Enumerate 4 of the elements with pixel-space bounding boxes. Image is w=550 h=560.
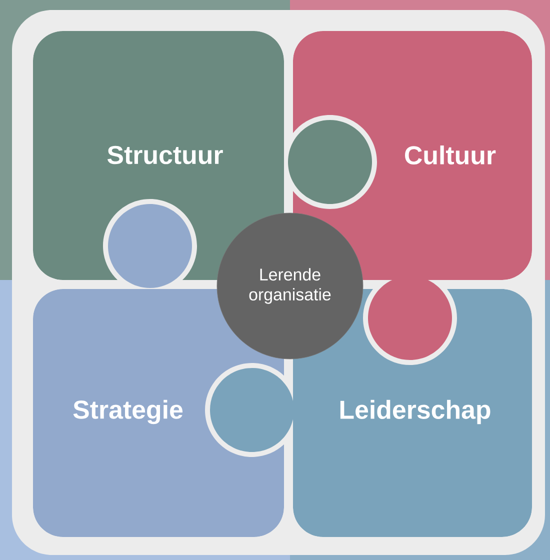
node-label: Structuur bbox=[107, 146, 223, 164]
node-label: Cultuur bbox=[405, 145, 496, 165]
node-label: Strategie bbox=[73, 400, 183, 424]
node-label: Leiderschap bbox=[340, 400, 490, 424]
